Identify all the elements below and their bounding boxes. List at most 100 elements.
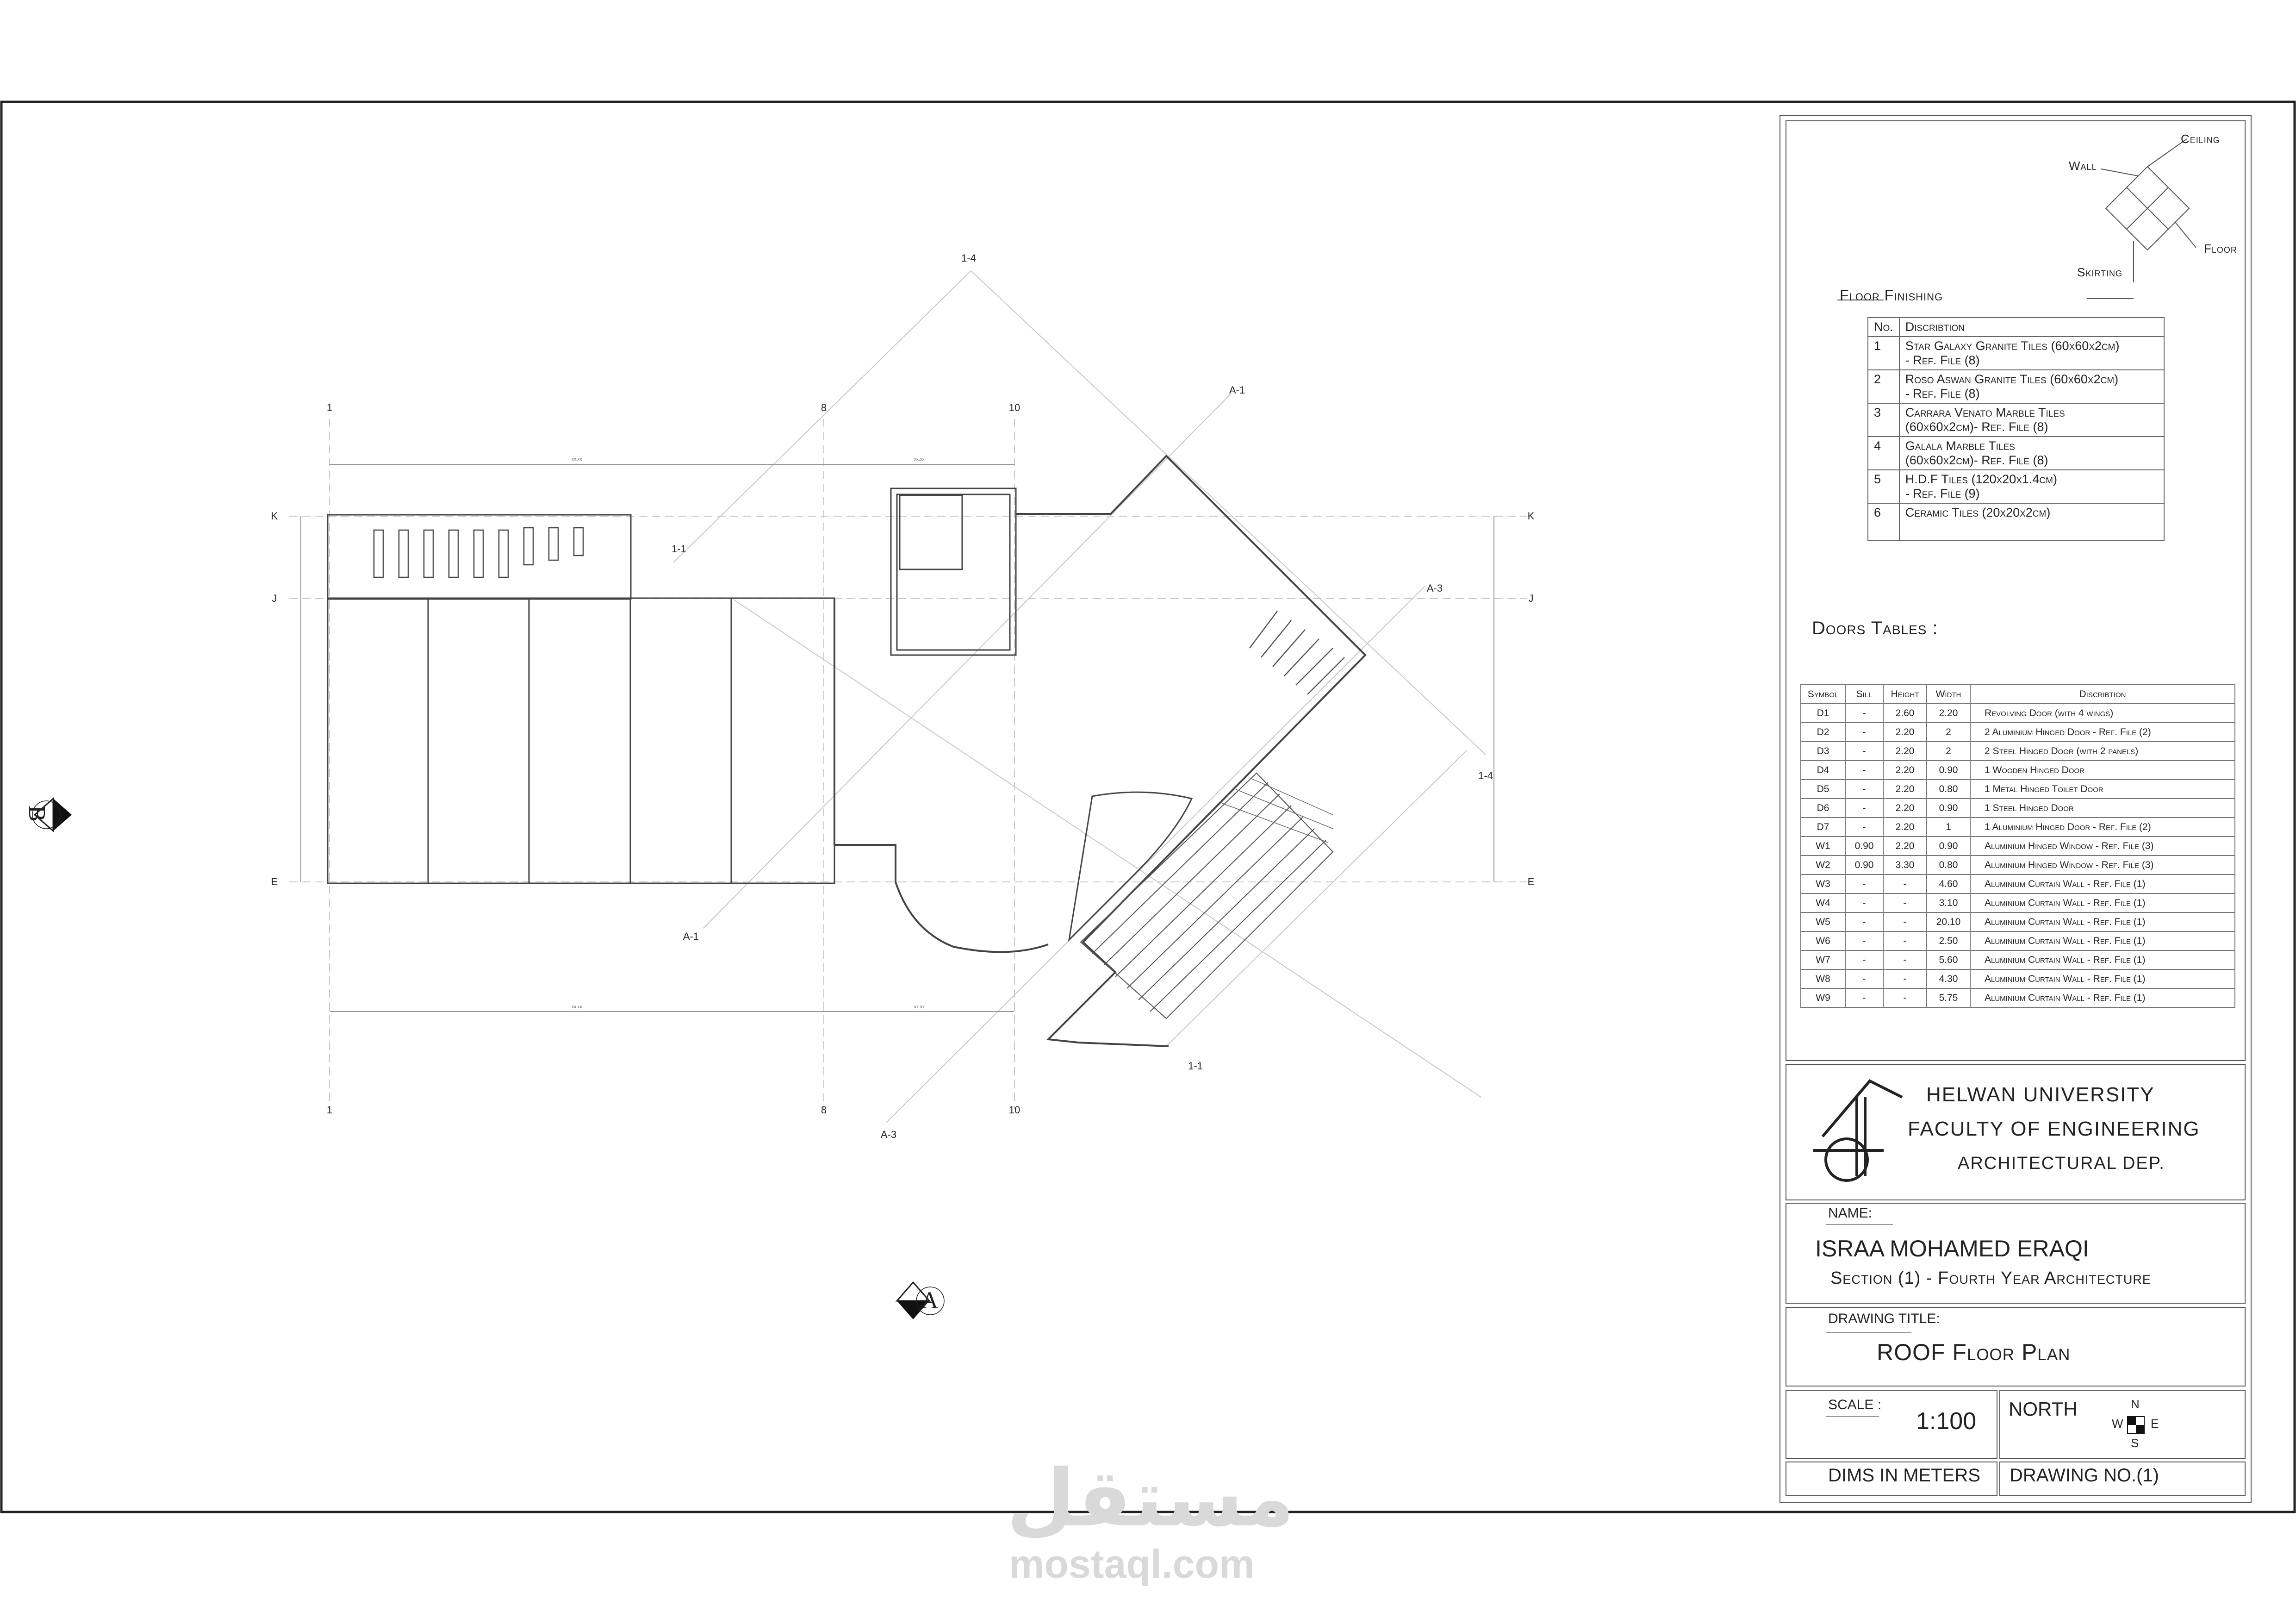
grid-label-1-1-bottom: 1-1 (1188, 1060, 1203, 1072)
door-sill: - (1845, 798, 1884, 818)
door-symbol: W7 (1800, 950, 1846, 970)
door-sill: 0.90 (1845, 836, 1884, 856)
student-section: Section (1) - Fourth Year Architecture (1830, 1268, 2151, 1288)
door-description: 1 Metal Hinged Toilet Door (1970, 779, 2235, 799)
door-width: 3.10 (1926, 893, 1971, 913)
door-height: 2.20 (1883, 779, 1927, 799)
paving-pattern (1221, 777, 1333, 843)
grid-label-k-right: K (1528, 510, 1535, 522)
door-sill: - (1845, 950, 1884, 970)
door-height: - (1883, 988, 1927, 1008)
door-description: 1 Steel Hinged Door (1970, 798, 2235, 818)
door-description: Aluminium Curtain Wall - Ref. File (1) (1970, 950, 2235, 970)
door-description: 2 Steel Hinged Door (with 2 panels) (1970, 741, 2235, 761)
door-symbol: W6 (1800, 931, 1846, 951)
grid-label-10-bottom: 10 (1009, 1104, 1020, 1116)
dims-panel (1786, 1462, 1997, 1496)
grid-label-8-bottom: 8 (821, 1104, 827, 1116)
university-name: HELWAN UNIVERSITY (1926, 1083, 2155, 1106)
svg-text:xx.xx: xx.xx (572, 457, 582, 462)
door-height: - (1883, 969, 1927, 989)
drawing-no-panel (1999, 1462, 2246, 1496)
door-symbol: D7 (1800, 817, 1846, 837)
grid-label-a-3-bottom: A-3 (881, 1129, 896, 1140)
door-sill: - (1845, 969, 1884, 989)
scale-panel (1786, 1390, 1997, 1459)
door-height: - (1883, 950, 1927, 970)
door-description: Aluminium Hinged Window - Ref. File (3) (1970, 836, 2235, 856)
door-height: 2.20 (1883, 741, 1927, 761)
door-width: 2 (1926, 722, 1971, 742)
door-height: 2.20 (1883, 836, 1927, 856)
doors-header-width: Width (1926, 684, 1971, 704)
door-sill: - (1845, 703, 1884, 723)
door-symbol: W3 (1800, 874, 1846, 894)
door-description: Aluminium Curtain Wall - Ref. File (1) (1970, 969, 2235, 989)
door-symbol: D6 (1800, 798, 1846, 818)
department-name: ARCHITECTURAL DEP. (1958, 1154, 2165, 1173)
section-marker-a (895, 1281, 945, 1319)
title-block-frame (1780, 115, 2252, 1503)
door-sill: - (1845, 741, 1884, 761)
door-symbol: D3 (1800, 741, 1846, 761)
grid-label-1-1-left: 1-1 (672, 543, 686, 555)
grid-label-8-top: 8 (821, 402, 827, 413)
grid-label-e-right: E (1528, 876, 1535, 887)
door-description: Aluminium Hinged Window - Ref. File (3) (1970, 855, 2235, 875)
university-panel (1786, 1064, 2246, 1200)
student-name: ISRAA MOHAMED ERAQI (1815, 1236, 2089, 1262)
door-description: Aluminium Curtain Wall - Ref. File (1) (1970, 931, 2235, 951)
north-e: E (2151, 1417, 2159, 1430)
door-sill: - (1845, 988, 1884, 1008)
door-height: 2.60 (1883, 703, 1927, 723)
door-description: 1 Wooden Hinged Door (1970, 760, 2235, 780)
drawing-title-panel (1786, 1307, 2246, 1387)
door-height: - (1883, 893, 1927, 913)
doors-header-height: Height (1883, 684, 1927, 704)
doors-header-description: Discribtion (1970, 684, 2235, 704)
door-description: Aluminium Curtain Wall - Ref. File (1) (1970, 912, 2235, 932)
drawing-number: DRAWING NO.(1) (2010, 1465, 2159, 1486)
grid-lines (289, 419, 1527, 1109)
door-sill: - (1845, 817, 1884, 837)
door-sill: - (1845, 912, 1884, 932)
grid-label-a-1-bottom: A-1 (683, 931, 699, 942)
grid-label-j-left: J (272, 593, 277, 604)
watermark-arabic: مستقل (1007, 1453, 1294, 1544)
diagonal-grid-lines (673, 270, 1486, 1123)
name-label: NAME: (1828, 1206, 1873, 1221)
door-width: 0.90 (1926, 836, 1971, 856)
drawing-title: ROOF Floor Plan (1877, 1339, 2071, 1365)
svg-text:xx.xx: xx.xx (572, 1005, 582, 1010)
grid-label-1-top: 1 (327, 402, 332, 413)
door-height: - (1883, 912, 1927, 932)
top-box (890, 487, 1017, 656)
door-symbol: W4 (1800, 893, 1846, 913)
door-sill: - (1845, 779, 1884, 799)
door-width: 4.60 (1926, 874, 1971, 894)
door-symbol: W2 (1800, 855, 1846, 875)
door-height: 3.30 (1883, 855, 1927, 875)
name-panel (1786, 1203, 2246, 1304)
legend-floor-label: Floor (2204, 242, 2237, 256)
grid-label-j-right: J (1529, 593, 1534, 604)
door-height: - (1883, 874, 1927, 894)
hatched-area (1080, 772, 1334, 1019)
watermark-latin: mostaql.com (1009, 1542, 1255, 1587)
grid-label-1-4-top: 1-4 (961, 252, 976, 264)
svg-text:xx.xx: xx.xx (914, 1005, 925, 1010)
